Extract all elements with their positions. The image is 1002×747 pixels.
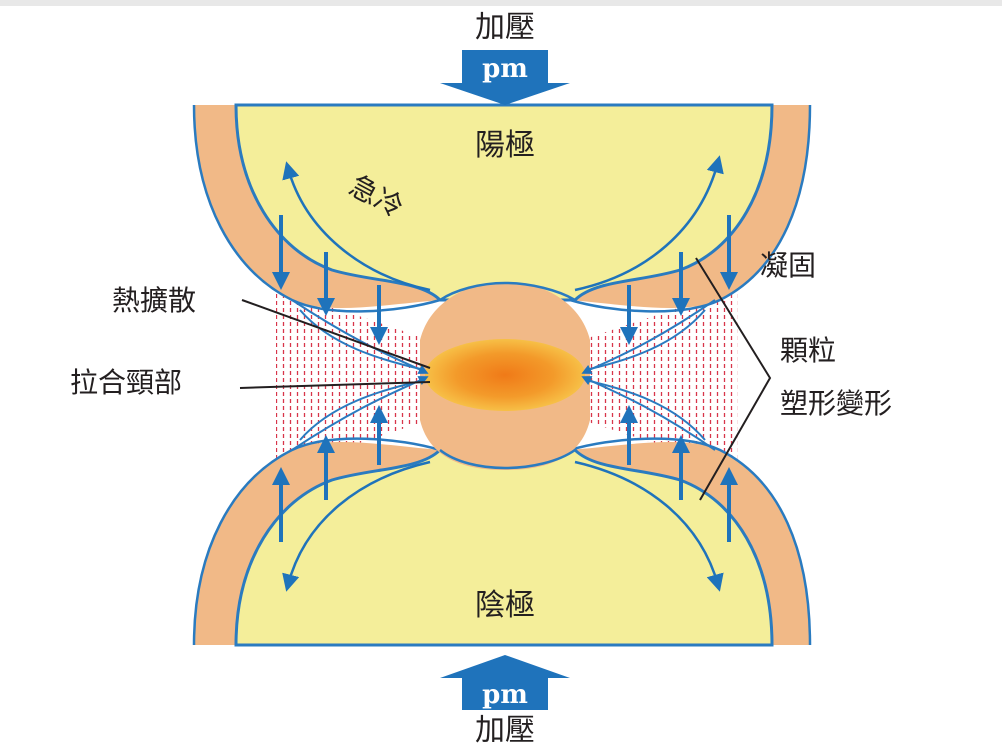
hot-core	[425, 339, 585, 411]
cathode-electrode	[192, 437, 812, 647]
grain-label-line2: 塑形變形	[780, 387, 892, 420]
anode-electrode	[192, 103, 812, 313]
bottom-pressure-arrow: pm	[440, 655, 570, 710]
top-pressure-arrow: pm	[440, 50, 570, 105]
top-pm-label: pm	[482, 54, 528, 84]
top-pressure-label: 加壓	[475, 10, 535, 45]
heat-diffusion-label: 熱擴散	[112, 284, 196, 317]
cathode-label: 陰極	[475, 588, 535, 623]
grain-label-line1: 顆粒	[780, 334, 836, 367]
leader-lines	[239, 257, 772, 501]
bottom-pm-label: pm	[482, 680, 528, 710]
neck-label: 拉合頸部	[70, 366, 182, 399]
anode-label: 陽極	[475, 128, 535, 163]
top-edge	[0, 0, 1002, 6]
cooling-arrows	[282, 155, 724, 592]
pressure-arrows-up	[272, 405, 738, 542]
bottom-pressure-label: 加壓	[475, 713, 535, 747]
solidify-label: 凝固	[760, 249, 816, 282]
weld-nugget	[420, 281, 590, 470]
pressure-arrows-down	[272, 215, 738, 345]
